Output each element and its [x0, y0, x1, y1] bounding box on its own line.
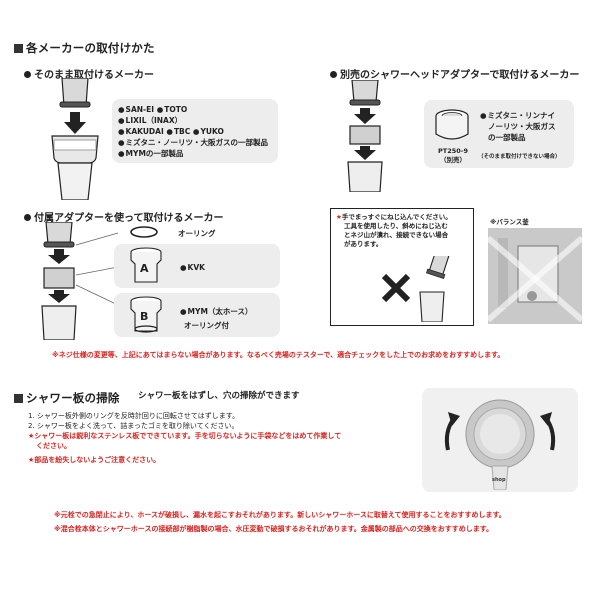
separate-adapter-makers: ミズタニ・リンナイ ノーリツ・大阪ガス の一部製品 — [480, 110, 576, 143]
square-bullet-icon — [14, 44, 23, 53]
cleaning-steps: 1. シャワー板外側のリングを反時計回りに回転させてはずします。 2. シャワー… — [28, 411, 408, 465]
x-mark-icon — [381, 273, 411, 303]
adapter-a-maker: KVK — [180, 262, 205, 273]
adapter-part-label: PT250-9 （別売） — [438, 147, 468, 164]
maker-item: YUKO — [193, 127, 224, 136]
warning-sharp: ★シャワー板は鋭利なステンレス板でできています。手を切らないように手袋などをはめ… — [28, 432, 342, 440]
maker-item: ミズタニ・ノーリツ・大阪ガスの一部製品 — [118, 138, 268, 147]
thread-spec-warning: ※ネジ仕様の変更等、上記にあてはまらない場合があります。なるべく売場のテスターで… — [52, 351, 505, 359]
head-brand-mark: shop — [492, 477, 506, 483]
direct-makers-panel — [112, 99, 278, 163]
adapter-b-letter: B — [140, 310, 149, 323]
adapter-a-letter: A — [140, 262, 149, 275]
footer-warning-1: ※元栓での急閉止により、ホースが破損し、漏水を起こすおそれがあります。新しいシャ… — [54, 511, 506, 519]
maker-item: KAKUDAI — [118, 127, 164, 136]
down-arrow-icon — [48, 290, 70, 303]
tilted-screw-illustration — [381, 256, 450, 322]
caution-box — [330, 208, 474, 326]
pointer-lines — [75, 232, 119, 306]
section-title-cleaning: シャワー板の掃除 — [14, 390, 120, 406]
adapter-b-icon — [130, 296, 162, 333]
caution-text: ★手でまっすぐにねじ込んでください。 工具を使用したり、斜めにねじ込む とネジ山… — [336, 213, 452, 248]
group-included-adapter-title: 付属アダプターを使って取付けるメーカー — [24, 209, 224, 224]
adapter-pt250-9-icon — [435, 109, 469, 140]
maker-item: TOTO — [157, 105, 188, 114]
maker-item: SAN-EI — [118, 105, 154, 114]
warning-sharp-cont: ください。 — [36, 442, 71, 450]
separate-adapter-note: （そのまま取付けできない場合） — [478, 154, 561, 160]
maker-item: TBC — [166, 127, 190, 136]
down-arrow-icon — [354, 146, 376, 160]
balance-kettle-label: ※バランス釜 — [490, 218, 529, 226]
group-direct-title: そのまま取付けるメーカー — [24, 66, 154, 81]
warning-lost-parts: ★部品を紛失しないようご注意ください。 — [28, 456, 161, 464]
balance-kettle-image — [486, 228, 584, 324]
shower-plate-illustration — [444, 399, 556, 490]
group-separate-adapter-title: 別売のシャワーヘッドアダプターで取付けるメーカー — [330, 66, 579, 81]
section-title-mounting: 各メーカーの取付けかた — [14, 40, 155, 56]
bullet-icon — [24, 214, 31, 221]
cleaning-subtitle: シャワー板をはずし、穴の掃除ができます — [138, 391, 300, 401]
square-bullet-icon — [14, 394, 23, 403]
step-1: 1. シャワー板外側のリングを反時計回りに回転させてはずします。 — [28, 412, 240, 420]
down-arrow-icon — [354, 108, 376, 124]
footer-warning-2: ※混合栓本体とシャワーホースの接続部が樹脂製の場合、水圧変動で破損するおそれがあ… — [54, 525, 494, 533]
adapter-b-maker: MYM（太ホース） — [180, 306, 253, 317]
step-2: 2. シャワー板をよく洗って、詰まったゴミを取り除いてください。 — [28, 422, 239, 430]
shower-head-included-illustration — [41, 222, 77, 340]
o-ring-icon — [130, 226, 158, 238]
shower-head-adapter-illustration — [347, 80, 383, 192]
bullet-icon — [24, 71, 31, 78]
adapter-b-note: オーリング付 — [184, 321, 229, 330]
o-ring-label: オーリング — [178, 229, 216, 238]
shower-head-direct-illustration — [51, 78, 99, 200]
balance-kettle-photo — [486, 228, 584, 324]
direct-makers-list: SAN-EI TOTO LIXIL（INAX） KAKUDAI TBC YUKO… — [118, 104, 276, 159]
down-arrow-icon — [48, 249, 70, 264]
down-arrow-icon — [64, 112, 86, 134]
bullet-icon — [330, 71, 337, 78]
maker-item: LIXIL（INAX） — [118, 116, 182, 125]
adapter-a-icon — [130, 247, 162, 283]
maker-item: MYMの一部製品 — [118, 149, 183, 158]
